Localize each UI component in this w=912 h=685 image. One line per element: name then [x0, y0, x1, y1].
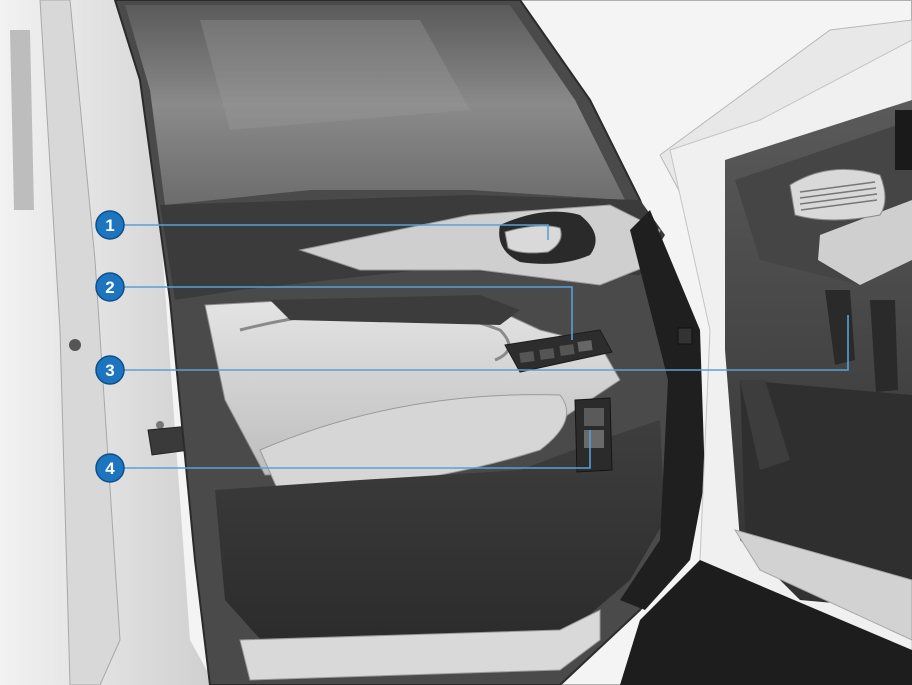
- callout-2: 2: [95, 272, 125, 302]
- callout-4-badge: [95, 453, 125, 483]
- door-hole: [69, 339, 81, 351]
- lower-switch-top: [584, 408, 604, 426]
- footwell-panel: [740, 380, 790, 470]
- callout-3: 3: [95, 355, 125, 385]
- callout-2-badge: [95, 272, 125, 302]
- door-hole-2: [156, 421, 164, 429]
- window-switch-panel: [504, 329, 613, 373]
- window-glass: [125, 5, 625, 205]
- callout-1-badge: [95, 210, 125, 240]
- window-switch-3: [559, 344, 575, 356]
- window-switch-2: [539, 348, 555, 360]
- callout-1-number: 1: [105, 216, 114, 235]
- callout-3-number: 3: [105, 361, 114, 380]
- sill-plate: [733, 529, 912, 641]
- callout-1-leader: [118, 224, 549, 240]
- callout-2-number: 2: [105, 278, 114, 297]
- callout-leaders: [118, 224, 849, 469]
- lower-switch-bottom: [584, 430, 604, 448]
- door-edge: [620, 210, 705, 610]
- air-vent: [789, 168, 886, 221]
- window-switch-4: [577, 340, 593, 352]
- door-sill-edge: [239, 609, 601, 681]
- window-switch-1: [519, 351, 535, 363]
- callout-3-leader: [118, 315, 849, 371]
- callout-2-leader: [118, 286, 573, 340]
- pedal-right: [870, 300, 898, 392]
- armrest-top: [270, 295, 520, 325]
- lower-door-panel: [215, 420, 665, 660]
- dashboard-light: [818, 200, 912, 285]
- display-screen: [895, 110, 912, 170]
- callout-4-number: 4: [105, 459, 115, 478]
- air-vent-slats: [799, 181, 878, 211]
- callout-3-badge: [95, 355, 125, 385]
- callout-1: 1: [95, 210, 125, 240]
- callout-4-leader: [118, 430, 591, 469]
- glass-reflection: [200, 20, 470, 130]
- pillar-strip: [10, 30, 34, 210]
- rocker-panel: [620, 560, 912, 685]
- callout-4: 4: [95, 453, 125, 483]
- door-hinge: [677, 327, 693, 345]
- door-handle: [504, 225, 562, 254]
